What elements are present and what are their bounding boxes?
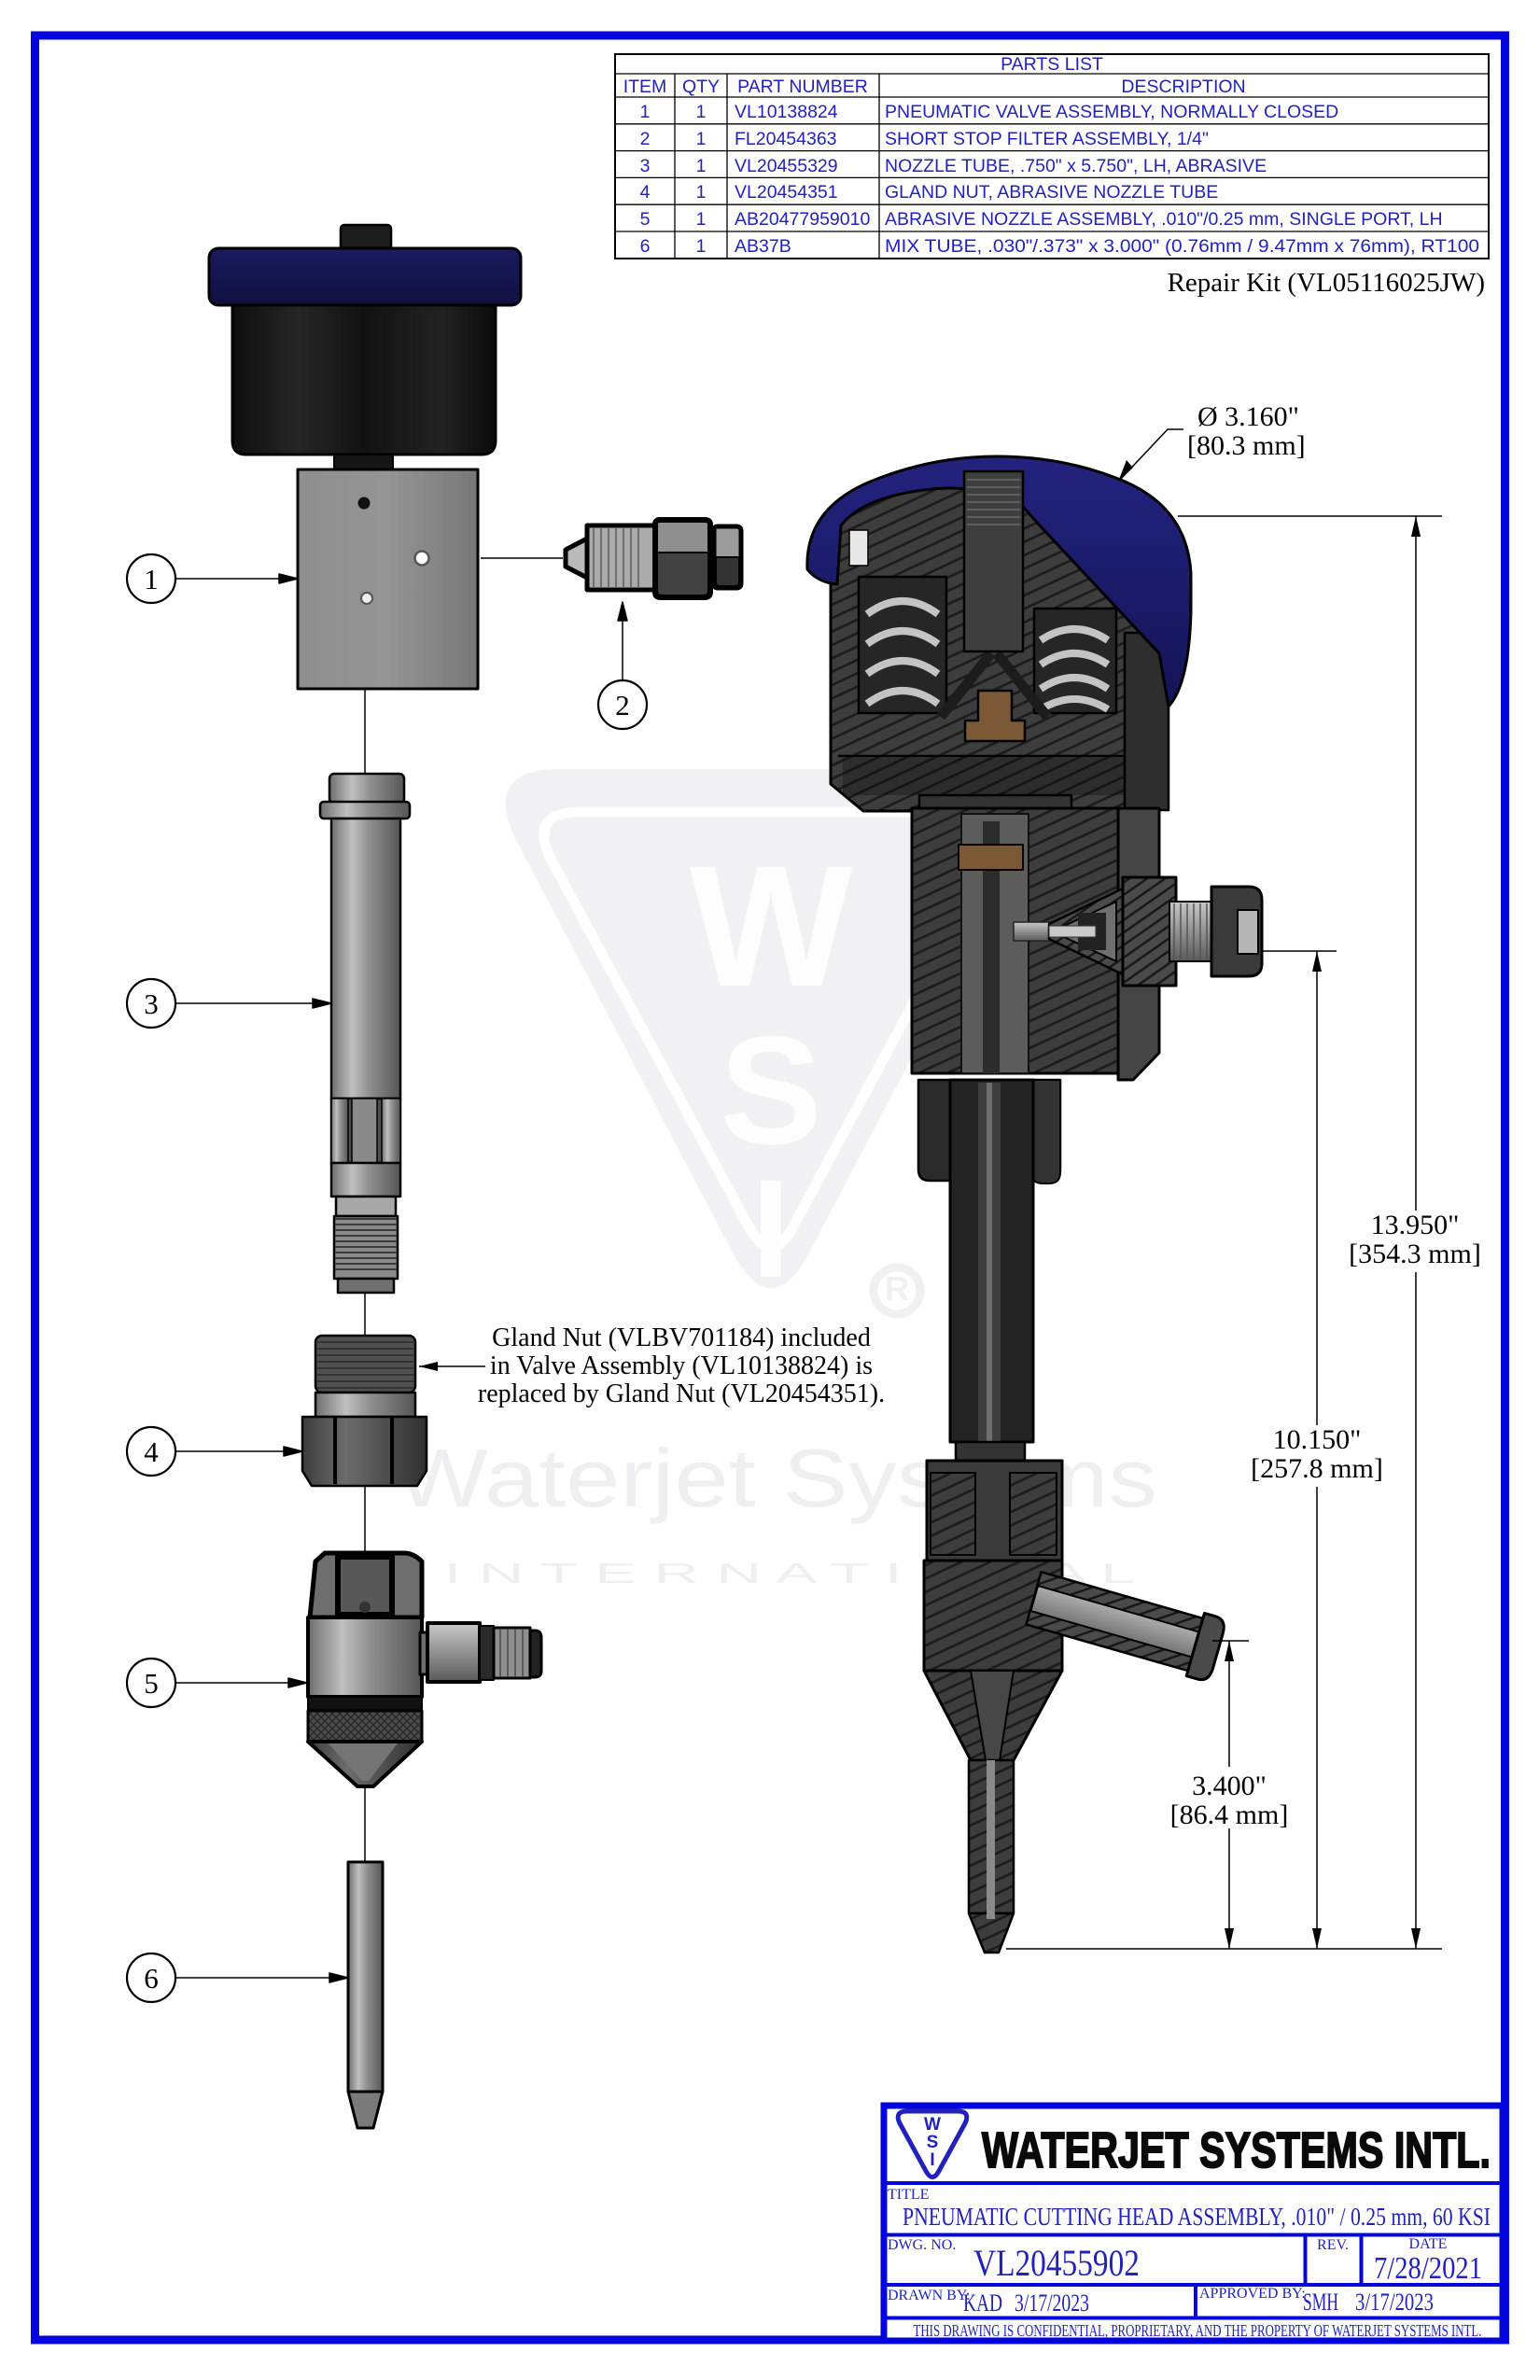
svg-text:GLAND NUT, ABRASIVE NOZZLE TUB: GLAND NUT, ABRASIVE NOZZLE TUBE [885,182,1218,203]
svg-text:[257.8 mm]: [257.8 mm] [1251,1453,1383,1484]
svg-text:10.150": 10.150" [1273,1424,1362,1455]
svg-text:1: 1 [640,102,651,122]
svg-text:R: R [885,1269,909,1308]
svg-text:PNEUMATIC CUTTING HEAD ASSEMBL: PNEUMATIC CUTTING HEAD ASSEMBLY, .010" /… [903,2203,1491,2231]
svg-text:1: 1 [696,156,707,176]
svg-text:2: 2 [615,689,630,721]
svg-text:DATE: DATE [1409,2236,1448,2252]
svg-text:1: 1 [696,129,707,149]
svg-text:WATERJET SYSTEMS INTL.: WATERJET SYSTEMS INTL. [982,2122,1491,2178]
svg-text:AB20477959010: AB20477959010 [735,209,870,230]
svg-text:in Valve Assembly (VL10138824): in Valve Assembly (VL10138824) is [490,1351,873,1380]
svg-text:[80.3 mm]: [80.3 mm] [1187,430,1306,461]
svg-text:1: 1 [696,209,707,230]
svg-text:PNEUMATIC VALVE ASSEMBLY, NORM: PNEUMATIC VALVE ASSEMBLY, NORMALLY CLOSE… [885,102,1338,122]
svg-text:[354.3 mm]: [354.3 mm] [1349,1239,1481,1269]
svg-text:TITLE: TITLE [888,2187,929,2203]
svg-text:Repair Kit (VL05116025JW): Repair Kit (VL05116025JW) [1168,268,1485,298]
svg-text:ABRASIVE NOZZLE ASSEMBLY, .010: ABRASIVE NOZZLE ASSEMBLY, .010"/0.25 mm,… [885,209,1443,230]
svg-text:6: 6 [144,1962,159,1995]
svg-text:MIX TUBE, .030"/.373" x 3.000": MIX TUBE, .030"/.373" x 3.000" (0.76mm /… [885,236,1479,257]
svg-text:Gland Nut (VLBV701184) include: Gland Nut (VLBV701184) included [492,1323,871,1352]
svg-text:SMH: SMH [1303,2289,1338,2316]
svg-text:W: W [924,2115,941,2135]
svg-text:4: 4 [640,182,651,203]
svg-text:1: 1 [696,182,707,203]
svg-text:QTY: QTY [682,77,720,97]
svg-text:DRAWN BY:: DRAWN BY: [888,2288,970,2303]
svg-text:6: 6 [640,236,651,257]
svg-text:VL20455329: VL20455329 [735,156,838,176]
svg-text:S: S [720,1004,822,1176]
svg-text:REV.: REV. [1317,2237,1349,2253]
svg-text:AB37B: AB37B [735,236,791,257]
svg-text:PART NUMBER: PART NUMBER [737,77,868,97]
svg-text:FL20454363: FL20454363 [735,129,837,149]
svg-text:DWG. NO.: DWG. NO. [888,2237,956,2253]
svg-text:I: I [751,1150,791,1307]
svg-text:3/17/2023: 3/17/2023 [1355,2289,1434,2316]
svg-text:13.950": 13.950" [1371,1210,1460,1240]
svg-text:3: 3 [640,156,651,176]
svg-text:3.400": 3.400" [1192,1771,1267,1801]
svg-text:APPROVED BY:: APPROVED BY: [1199,2286,1306,2302]
svg-text:THIS DRAWING IS CONFIDENTIAL,: THIS DRAWING IS CONFIDENTIAL, PROPRIETAR… [914,2321,1482,2340]
svg-text:5: 5 [640,209,651,230]
svg-text:1: 1 [696,236,707,257]
svg-text:4: 4 [144,1435,159,1468]
svg-text:5: 5 [144,1667,159,1700]
svg-text:1: 1 [144,563,159,595]
svg-text:2: 2 [640,129,651,149]
svg-text:W: W [690,831,853,1023]
svg-text:DESCRIPTION: DESCRIPTION [1121,77,1245,97]
svg-text:3/17/2023: 3/17/2023 [1015,2289,1089,2317]
svg-text:1: 1 [696,102,707,122]
svg-text:replaced by Gland Nut (VL20454: replaced by Gland Nut (VL20454351). [478,1379,885,1408]
svg-text:[86.4 mm]: [86.4 mm] [1170,1799,1289,1830]
svg-text:SHORT STOP FILTER ASSEMBLY, 1/: SHORT STOP FILTER ASSEMBLY, 1/4" [885,129,1209,149]
svg-text:Ø 3.160": Ø 3.160" [1197,401,1299,432]
svg-text:S: S [927,2133,939,2152]
svg-text:I: I [930,2150,934,2170]
svg-text:PARTS LIST: PARTS LIST [1001,54,1103,75]
svg-text:3: 3 [144,987,159,1020]
svg-text:7/28/2021: 7/28/2021 [1374,2251,1482,2286]
svg-text:ITEM: ITEM [623,77,667,97]
svg-text:NOZZLE TUBE, .750" x 5.750", L: NOZZLE TUBE, .750" x 5.750", LH, ABRASIV… [885,156,1267,176]
svg-text:VL20455902: VL20455902 [973,2242,1140,2284]
svg-text:VL20454351: VL20454351 [735,182,838,203]
svg-text:KAD: KAD [963,2289,1002,2317]
svg-text:VL10138824: VL10138824 [735,102,838,122]
